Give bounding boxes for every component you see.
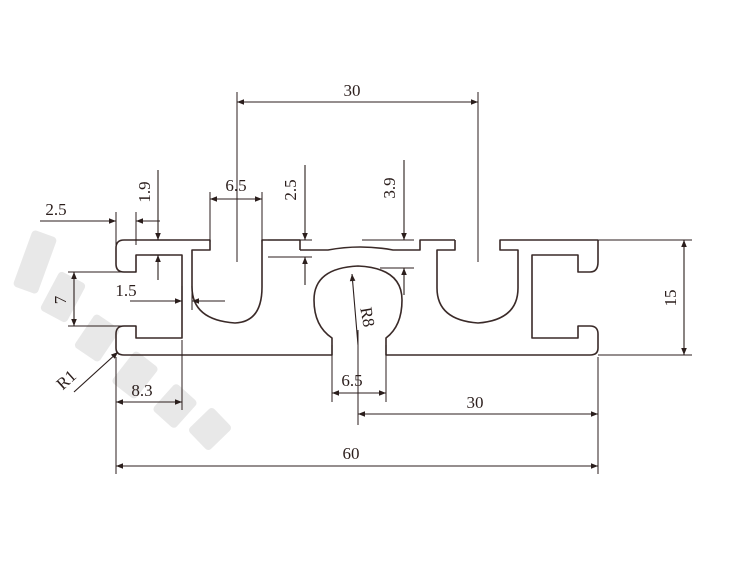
label-wall: 1.5 (115, 281, 136, 300)
dim-edge-offset: 2.5 (40, 200, 160, 245)
profile-left-end (124, 239, 301, 324)
label-height: 15 (661, 290, 680, 307)
dim-lip-thickness: 1.9 (135, 170, 170, 280)
dim-bottom-pitch: 30 (357, 330, 599, 474)
label-groove-depth: 3.9 (380, 177, 399, 198)
dim-lip-depth: 2.5 (268, 165, 312, 285)
label-lip-depth: 2.5 (281, 179, 300, 200)
dim-height: 15 (598, 239, 692, 356)
dim-overall-width: 60 (116, 444, 598, 469)
dim-corner-radius: R1 (53, 351, 119, 394)
middle-groove-line (300, 239, 455, 251)
dim-wall: 1.5 (115, 281, 225, 310)
label-top-slot: 6.5 (225, 176, 246, 195)
dim-groove-radius: R8 (349, 273, 378, 346)
label-bottom-slot: 6.5 (341, 371, 362, 390)
label-bottom-pitch: 30 (467, 393, 484, 412)
label-edge-to-slot: 8.3 (131, 381, 152, 400)
label-lip-thickness: 1.9 (135, 181, 154, 202)
watermark (13, 230, 231, 450)
right-tslot (436, 239, 598, 324)
dim-edge-to-slot: 8.3 (115, 340, 183, 474)
label-edge-offset: 2.5 (45, 200, 66, 219)
dim-top-pitch: 30 (236, 81, 479, 262)
dim-groove-depth: 3.9 (362, 160, 414, 295)
dim-bottom-slot: 6.5 (331, 345, 387, 402)
profile-bottom-face (124, 265, 590, 356)
right-end-channel (531, 240, 599, 356)
label-slot-opening: 7 (51, 295, 70, 304)
label-groove-radius: R8 (356, 306, 378, 329)
label-top-pitch: 30 (344, 81, 361, 100)
dim-top-slot: 6.5 (209, 176, 263, 242)
label-overall-width: 60 (343, 444, 360, 463)
dim-slot-opening: 7 (51, 271, 136, 327)
